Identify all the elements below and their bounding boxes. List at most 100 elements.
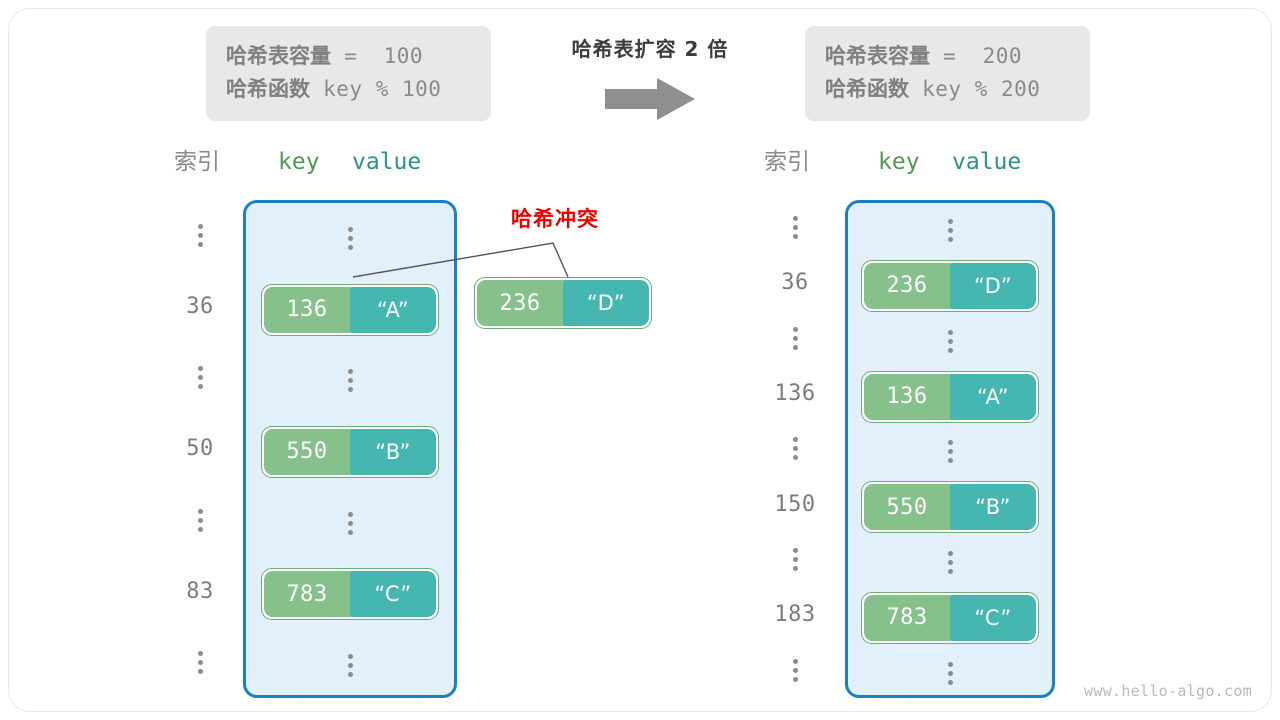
- index-label: 83: [186, 578, 214, 604]
- right-function-value: key % 200: [909, 77, 1041, 101]
- bucket-ellipsis-row: [848, 424, 1052, 479]
- entry-pair: 136“A”: [861, 370, 1039, 423]
- bucket-ellipsis-icon: [347, 653, 353, 677]
- bucket-ellipsis-icon: [947, 329, 953, 353]
- left-hash-table-bucket: 136“A” 550“B” 783“C”: [243, 200, 457, 698]
- outer-frame: [8, 8, 1272, 712]
- index-gutter-row: 36: [165, 271, 235, 342]
- bucket-ellipsis-icon: [947, 440, 953, 464]
- right-capacity-line: 哈希表容量 = 200: [825, 40, 1070, 73]
- entry-pair: 783“C”: [861, 591, 1039, 644]
- value-cell: “A”: [950, 373, 1036, 420]
- index-label: 150: [774, 491, 816, 517]
- bucket-ellipsis-row: [246, 203, 454, 274]
- bucket-entry-row: 783“C”: [848, 590, 1052, 645]
- right-function-line: 哈希函数 key % 200: [825, 73, 1070, 106]
- bucket-entry-row: 783“C”: [246, 559, 454, 630]
- bucket-entry-row: 136“A”: [848, 369, 1052, 424]
- index-ellipsis-icon: [792, 326, 798, 350]
- bucket-ellipsis-row: [246, 488, 454, 559]
- index-gutter-row: 136: [760, 366, 830, 421]
- left-capacity-label: 哈希表容量: [226, 44, 331, 68]
- index-gutter-row: 183: [760, 587, 830, 642]
- watermark: www.hello-algo.com: [1084, 682, 1252, 700]
- value-cell: “A”: [350, 286, 436, 333]
- collision-value-cell: “D”: [563, 280, 649, 326]
- value-cell: “D”: [950, 262, 1036, 309]
- bucket-ellipsis-row: [848, 314, 1052, 369]
- bucket-ellipsis-icon: [347, 369, 353, 393]
- bucket-entry-row: 550“B”: [848, 480, 1052, 535]
- key-cell: 783: [864, 594, 950, 641]
- index-gutter-ellipsis-row: [165, 200, 235, 271]
- bucket-ellipsis-icon: [347, 511, 353, 535]
- value-cell: “B”: [950, 484, 1036, 531]
- bucket-entry-row: 136“A”: [246, 274, 454, 345]
- bucket-ellipsis-row: [246, 630, 454, 701]
- left-header-index: 索引: [174, 149, 220, 175]
- right-header-index: 索引: [764, 149, 810, 175]
- entry-pair: 236“D”: [861, 259, 1039, 312]
- index-ellipsis-icon: [197, 508, 203, 532]
- index-ellipsis-icon: [197, 224, 203, 248]
- entry-pair: 550“B”: [861, 481, 1039, 534]
- index-label: 136: [774, 381, 816, 407]
- key-cell: 783: [264, 571, 350, 618]
- bucket-ellipsis-icon: [947, 551, 953, 575]
- right-header-value: value: [952, 149, 1022, 175]
- index-label: 36: [186, 294, 214, 320]
- index-label: 36: [781, 270, 809, 296]
- index-ellipsis-icon: [197, 366, 203, 390]
- index-gutter-ellipsis-row: [165, 342, 235, 413]
- index-gutter-ellipsis-row: [165, 485, 235, 556]
- bucket-ellipsis-row: [246, 345, 454, 416]
- value-cell: “C”: [950, 594, 1036, 641]
- right-capacity-label: 哈希表容量: [825, 44, 930, 68]
- bucket-ellipsis-icon: [947, 661, 953, 685]
- key-cell: 550: [264, 428, 350, 475]
- value-cell: “B”: [350, 428, 436, 475]
- index-ellipsis-icon: [792, 437, 798, 461]
- left-function-line: 哈希函数 key % 100: [226, 73, 471, 106]
- index-gutter-row: 50: [165, 413, 235, 484]
- right-hash-info-box: 哈希表容量 = 200 哈希函数 key % 200: [805, 26, 1090, 121]
- index-gutter-row: 83: [165, 556, 235, 627]
- key-cell: 136: [264, 286, 350, 333]
- left-function-label: 哈希函数: [226, 77, 310, 101]
- key-cell: 236: [864, 262, 950, 309]
- key-cell: 136: [864, 373, 950, 420]
- bucket-ellipsis-icon: [347, 227, 353, 251]
- arrow-right-icon: [605, 78, 695, 120]
- index-gutter-ellipsis-row: [165, 627, 235, 698]
- bucket-ellipsis-row: [848, 535, 1052, 590]
- index-gutter-ellipsis-row: [760, 532, 830, 587]
- left-hash-info-box: 哈希表容量 = 100 哈希函数 key % 100: [206, 26, 491, 121]
- right-capacity-value: = 200: [930, 44, 1023, 68]
- entry-pair: 550“B”: [261, 425, 439, 478]
- bucket-entry-row: 550“B”: [246, 416, 454, 487]
- entry-pair: 783“C”: [261, 568, 439, 621]
- index-ellipsis-icon: [792, 658, 798, 682]
- left-capacity-line: 哈希表容量 = 100: [226, 40, 471, 73]
- index-ellipsis-icon: [792, 216, 798, 240]
- right-index-gutter: 36 136 150 183: [760, 200, 830, 698]
- right-function-label: 哈希函数: [825, 77, 909, 101]
- index-label: 183: [774, 602, 816, 628]
- collision-label: 哈希冲突: [511, 207, 599, 231]
- key-cell: 550: [864, 484, 950, 531]
- index-gutter-ellipsis-row: [760, 311, 830, 366]
- bucket-ellipsis-row: [848, 646, 1052, 701]
- index-gutter-ellipsis-row: [760, 200, 830, 255]
- index-gutter-ellipsis-row: [760, 421, 830, 476]
- bucket-ellipsis-row: [848, 203, 1052, 258]
- left-header-value: value: [352, 149, 422, 175]
- right-header-key: key: [878, 149, 920, 175]
- index-gutter-ellipsis-row: [760, 643, 830, 698]
- right-hash-table-bucket: 236“D” 136“A” 550“B” 783“C”: [845, 200, 1055, 698]
- left-function-value: key % 100: [310, 77, 442, 101]
- index-ellipsis-icon: [792, 548, 798, 572]
- collision-entry-pair: 236 “D”: [474, 277, 652, 329]
- bucket-entry-row: 236“D”: [848, 258, 1052, 313]
- value-cell: “C”: [350, 571, 436, 618]
